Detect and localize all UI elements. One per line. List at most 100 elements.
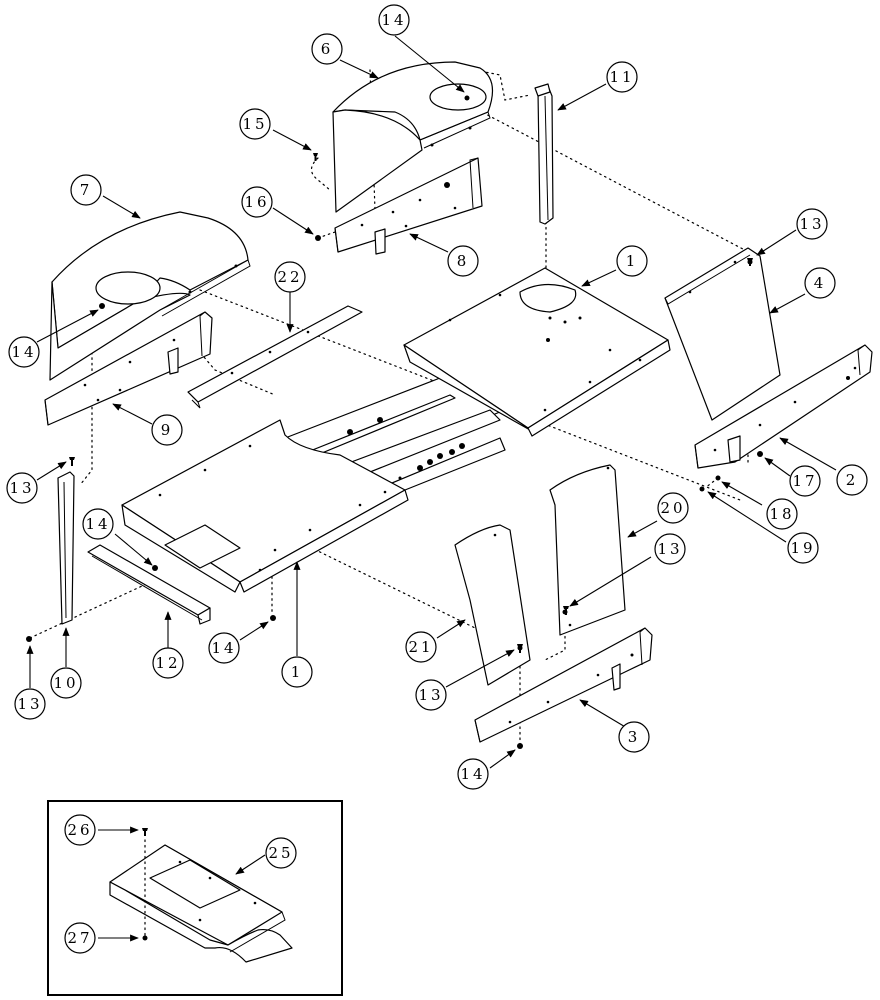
balloon-14-top: 14 bbox=[378, 4, 410, 36]
svg-text:7: 7 bbox=[80, 181, 93, 199]
nut-14-floor-icon bbox=[270, 615, 276, 621]
svg-text:9: 9 bbox=[161, 421, 174, 439]
balloon-26: 26 bbox=[64, 814, 96, 846]
balloon-12: 12 bbox=[152, 647, 184, 679]
balloon-1-lower: 1 bbox=[281, 656, 313, 688]
svg-text:25: 25 bbox=[268, 844, 293, 862]
svg-text:17: 17 bbox=[792, 472, 817, 490]
balloon-13-shield20: 13 bbox=[654, 533, 686, 565]
svg-text:13: 13 bbox=[9, 479, 34, 497]
nut-14-left-icon bbox=[99, 303, 105, 309]
balloon-13-shield21: 13 bbox=[415, 679, 447, 711]
fasteners bbox=[26, 153, 763, 749]
balloon-17: 17 bbox=[789, 465, 821, 497]
svg-text:26: 26 bbox=[67, 821, 92, 839]
item-balloons: 6 14 11 15 16 8 7 22 1 13 4 14 9 2 17 13… bbox=[6, 4, 868, 954]
nut-16-icon bbox=[315, 235, 321, 241]
part-bracket-9 bbox=[44, 311, 213, 426]
nut-13-lower-left-icon bbox=[26, 636, 32, 642]
part-strip-22 bbox=[187, 305, 363, 409]
svg-text:14: 14 bbox=[460, 765, 485, 783]
screw-13-shield20-icon bbox=[563, 606, 569, 615]
balloon-19: 19 bbox=[787, 532, 819, 564]
svg-text:13: 13 bbox=[657, 540, 682, 558]
balloon-14-bar: 14 bbox=[82, 508, 114, 540]
inset-frame bbox=[47, 800, 343, 996]
part-bracket-3 bbox=[474, 627, 653, 743]
inset-detail bbox=[47, 800, 343, 996]
part-fender-7 bbox=[49, 211, 251, 381]
svg-text:16: 16 bbox=[244, 193, 269, 211]
svg-text:14: 14 bbox=[85, 515, 110, 533]
nut-19-icon bbox=[699, 486, 705, 492]
balloon-8: 8 bbox=[447, 245, 479, 277]
screw-26-icon bbox=[142, 828, 148, 836]
svg-text:6: 6 bbox=[321, 40, 334, 58]
svg-text:20: 20 bbox=[660, 499, 685, 517]
svg-text:11: 11 bbox=[609, 68, 634, 86]
svg-text:14: 14 bbox=[11, 343, 36, 361]
balloon-25: 25 bbox=[265, 837, 297, 869]
svg-text:8: 8 bbox=[457, 252, 470, 270]
balloon-14-left: 14 bbox=[8, 336, 40, 368]
balloon-27: 27 bbox=[64, 922, 96, 954]
balloon-18: 18 bbox=[766, 498, 798, 530]
nut-14-lower-icon bbox=[517, 743, 523, 749]
balloon-16: 16 bbox=[241, 186, 273, 218]
part-shield-4 bbox=[664, 247, 781, 421]
balloon-6: 6 bbox=[311, 33, 343, 65]
svg-text:1: 1 bbox=[626, 252, 639, 270]
balloon-11: 11 bbox=[606, 61, 638, 93]
balloon-10: 10 bbox=[50, 667, 82, 699]
balloon-22: 22 bbox=[274, 261, 306, 293]
part-fender-6 bbox=[332, 61, 494, 213]
svg-text:14: 14 bbox=[381, 11, 406, 29]
washer-18-icon bbox=[715, 475, 721, 481]
svg-text:22: 22 bbox=[277, 268, 302, 286]
svg-text:18: 18 bbox=[769, 505, 794, 523]
balloon-4: 4 bbox=[804, 267, 836, 299]
balloon-14-lower: 14 bbox=[457, 758, 489, 790]
balloon-3: 3 bbox=[618, 721, 650, 753]
screw-15-icon bbox=[313, 153, 318, 161]
balloon-13-lower-left: 13 bbox=[14, 688, 46, 720]
balloon-7: 7 bbox=[70, 174, 102, 206]
balloon-9: 9 bbox=[151, 414, 183, 446]
svg-text:14: 14 bbox=[211, 639, 236, 657]
nut-27-icon bbox=[142, 935, 148, 941]
part-channel-10 bbox=[57, 471, 75, 625]
balloon-1-upper: 1 bbox=[616, 245, 648, 277]
part-frame-rails bbox=[279, 377, 506, 499]
washer-17-icon bbox=[757, 451, 763, 457]
balloon-15: 15 bbox=[239, 108, 271, 140]
balloon-13-left: 13 bbox=[6, 472, 38, 504]
part-bracket-2 bbox=[694, 344, 873, 469]
screw-13-upper-left-icon bbox=[69, 457, 75, 466]
svg-text:27: 27 bbox=[67, 929, 92, 947]
part-bracket-8 bbox=[334, 157, 483, 255]
svg-text:13: 13 bbox=[418, 686, 443, 704]
balloon-13-shield4: 13 bbox=[796, 208, 828, 240]
nut-14-bar-icon bbox=[152, 565, 158, 571]
svg-text:2: 2 bbox=[846, 471, 859, 489]
part-shield-20 bbox=[549, 464, 626, 636]
part-channel-11 bbox=[534, 83, 554, 225]
svg-text:1: 1 bbox=[291, 663, 304, 681]
svg-text:12: 12 bbox=[155, 654, 180, 672]
svg-text:13: 13 bbox=[799, 215, 824, 233]
balloon-20: 20 bbox=[657, 492, 689, 524]
part-shield-21 bbox=[454, 524, 531, 686]
balloon-14-floor: 14 bbox=[208, 632, 240, 664]
svg-text:4: 4 bbox=[814, 274, 827, 292]
part-floor-pan-1-upper bbox=[403, 267, 671, 437]
screw-13-shield4-icon bbox=[747, 258, 753, 266]
balloon-2: 2 bbox=[836, 464, 868, 496]
svg-text:10: 10 bbox=[53, 674, 78, 692]
svg-text:15: 15 bbox=[242, 115, 267, 133]
part-floor-pan-1-lower bbox=[121, 419, 409, 593]
svg-text:21: 21 bbox=[408, 638, 433, 656]
part-bar-12 bbox=[87, 544, 211, 625]
svg-text:19: 19 bbox=[790, 539, 815, 557]
screw-13-shield21-icon bbox=[517, 644, 523, 653]
